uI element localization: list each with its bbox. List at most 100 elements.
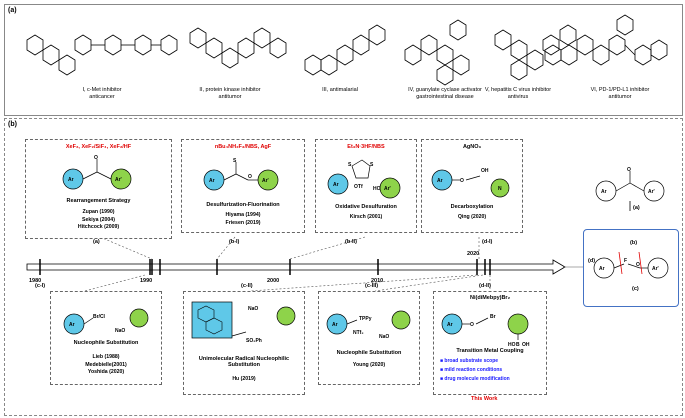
svg-text:S: S bbox=[370, 162, 374, 168]
radical-structure: NaO SO₂Ph bbox=[191, 301, 296, 344]
svg-text:SO₂Ph: SO₂Ph bbox=[246, 338, 262, 344]
svg-text:Ar': Ar' bbox=[262, 178, 269, 184]
panel-b-synthesis-timeline: (b) 1980 bbox=[4, 118, 683, 416]
desulfurization-structure: Ar Ar' S O bbox=[203, 158, 279, 191]
compound-i-activity: anticancer bbox=[89, 93, 115, 100]
tag-d-i: (d-I) bbox=[482, 239, 493, 245]
svg-text:OH: OH bbox=[481, 168, 489, 174]
refs-decarboxylation: Qing (2020) bbox=[422, 214, 522, 222]
svg-text:O: O bbox=[470, 322, 474, 328]
compound-ii-label: II, protein kinase inhibitor antitumor bbox=[175, 87, 285, 101]
tag-b-i: (b-I) bbox=[229, 239, 240, 245]
timeline-arrow bbox=[26, 259, 566, 275]
svg-text:NaO: NaO bbox=[115, 328, 125, 334]
decarboxylation-structure: Ar O OH N bbox=[431, 168, 510, 198]
compound-i-name: I, c-Met inhibitor bbox=[82, 87, 122, 93]
year-2000: 2000 bbox=[267, 278, 280, 284]
svg-text:OTf: OTf bbox=[354, 184, 363, 190]
svg-text:NaO: NaO bbox=[379, 334, 389, 340]
svg-text:Ar: Ar bbox=[437, 178, 443, 184]
ref-hu: Hu (2019) bbox=[232, 376, 256, 382]
svg-text:F: F bbox=[624, 258, 627, 264]
svg-text:S: S bbox=[233, 158, 237, 164]
compound-v-label: V, hepatitis C virus inhibitor antivirus bbox=[463, 87, 573, 101]
retro-tag-c: (c) bbox=[632, 286, 639, 292]
compound-iv-name: IV, guanylate cyclase activator bbox=[408, 87, 482, 93]
svg-text:Ar: Ar bbox=[333, 182, 339, 188]
compound-vi-activity: antitumor bbox=[608, 93, 632, 100]
ref-qing: Qing (2020) bbox=[457, 214, 487, 220]
svg-text:Ar': Ar' bbox=[384, 186, 391, 192]
ref-sekiya: Sekiya (2004) bbox=[82, 216, 115, 223]
ref-zupan: Zupan (1990) bbox=[82, 209, 115, 215]
refs-rearrangement: Zupan (1990) Sekiya (2004) Hitchcock (20… bbox=[26, 209, 171, 232]
nucleophile-2-structure: Ar TPPy NTf₂ NaO bbox=[326, 310, 411, 340]
ref-lieb: Lieb (1988) bbox=[92, 354, 120, 360]
ref-hitchcock: Hitchcock (2009) bbox=[77, 224, 120, 231]
svg-text:Ar': Ar' bbox=[652, 266, 659, 272]
tag-c-iii: (c-III) bbox=[365, 283, 379, 289]
svg-text:Br/Cl: Br/Cl bbox=[93, 314, 106, 320]
ref-friesen: Friesen (2019) bbox=[225, 219, 261, 226]
panel-a-drug-structures: (a) bbox=[4, 4, 683, 116]
reagents-transition-metal: Ni(diMebpy)Br₂ bbox=[469, 295, 511, 301]
svg-text:OH: OH bbox=[522, 342, 530, 348]
this-work-label: This Work bbox=[471, 396, 498, 402]
year-1980: 1980 bbox=[29, 278, 42, 284]
svg-text:Ar': Ar' bbox=[648, 189, 655, 195]
compound-i-label: I, c-Met inhibitor anticancer bbox=[47, 87, 157, 101]
compound-v-name: V, hepatitis C virus inhibitor bbox=[484, 87, 552, 93]
card-desulfurization-fluorination: nBu₄NH₂F₃/NBS, AgF Ar Ar' S O Desulfuriz… bbox=[181, 139, 305, 233]
refs-unimolecular-radical: Hu (2019) bbox=[184, 376, 304, 384]
oxidative-structure: Ar Ar' S S OTf HO bbox=[327, 159, 401, 199]
tag-d-ii: (d-II) bbox=[479, 283, 491, 289]
ref-young: Young (2020) bbox=[352, 362, 386, 368]
svg-text:Ar: Ar bbox=[332, 322, 338, 328]
title-transition-metal-coupling: Transition Metal Coupling bbox=[456, 348, 524, 354]
svg-text:B: B bbox=[516, 342, 520, 348]
bullet-broad-scope: ■ broad substrate scope bbox=[440, 358, 499, 364]
svg-text:HO: HO bbox=[373, 186, 381, 192]
card-nucleophile-substitution-2: Ar TPPy NTf₂ NaO Nucleophile Substitutio… bbox=[318, 291, 420, 385]
card-decarboxylation: AgNO₃ Ar O OH N Decarboxylation Qing (20… bbox=[421, 139, 523, 233]
year-2020: 2020 bbox=[467, 251, 480, 257]
retro-tag-b: (b) bbox=[630, 240, 638, 246]
compound-v-activity: antivirus bbox=[507, 93, 529, 100]
compound-iv-label: IV, guanylate cyclase activator gastroin… bbox=[390, 87, 500, 101]
card-transition-metal-coupling: Ni(diMebpy)Br₂ Ar O Br HO B OH Transitio… bbox=[433, 291, 547, 395]
svg-text:Ar: Ar bbox=[209, 178, 215, 184]
svg-text:Ar: Ar bbox=[69, 322, 75, 328]
tag-c-i: (c-I) bbox=[35, 283, 46, 289]
rearrangement-structure: Ar Ar' O bbox=[62, 155, 132, 190]
nucleophile-1-structure: Ar Br/Cl NaO bbox=[63, 308, 149, 335]
reagents-oxidative-desulfuration: Et₃N·3HF/NBS bbox=[347, 144, 385, 150]
compound-ii-name: II, protein kinase inhibitor bbox=[199, 87, 261, 93]
retrosynthesis-box: Ar Ar' F O (b) (d) (c) bbox=[583, 229, 679, 307]
ar-prime-label: Ar' bbox=[115, 177, 122, 183]
timeline-svg bbox=[26, 236, 583, 292]
refs-nucleophile-substitution-1: Lieb (1988) Medebielle(2001) Yoshida (20… bbox=[51, 354, 161, 377]
title-nucleophile-substitution-1: Nucleophile Substitution bbox=[73, 340, 139, 346]
tag-a: (a) bbox=[93, 239, 100, 245]
svg-text:Ar: Ar bbox=[447, 322, 453, 328]
o-label: O bbox=[94, 155, 98, 161]
title-oxidative-desulfuration: Oxidative Desulfuration bbox=[335, 204, 397, 210]
ref-hiyama: Hiyama (1994) bbox=[225, 212, 261, 218]
benzophenone-structure: Ar Ar' O bbox=[595, 167, 665, 211]
refs-oxidative-desulfuration: Kirsch (2001) bbox=[316, 214, 416, 222]
svg-text:NaO: NaO bbox=[248, 306, 258, 312]
retrosynthesis-svg: Ar Ar' F O bbox=[593, 251, 669, 279]
card-rearrangement: XeF₂, XeF₂/SiF₄, XeF₂/HF Ar Ar' O Rearra… bbox=[25, 139, 172, 239]
title-unimolecular-radical: Unimolecular Radical Nucleophilic Substi… bbox=[198, 356, 290, 368]
svg-text:O: O bbox=[636, 262, 640, 268]
reagents-rearrangement: XeF₂, XeF₂/SiF₄, XeF₂/HF bbox=[65, 144, 132, 150]
panel-a-structures-svg bbox=[26, 14, 668, 86]
svg-text:S: S bbox=[348, 162, 352, 168]
card-nucleophile-substitution-1: Ar Br/Cl NaO Nucleophile Substitution Li… bbox=[50, 291, 162, 385]
compound-ii-activity: antitumor bbox=[218, 93, 242, 100]
svg-text:N: N bbox=[498, 186, 502, 192]
compound-vi-label: VI, PD-1/PD-L1 inhibitor antitumor bbox=[565, 87, 675, 101]
svg-text:Ar: Ar bbox=[601, 189, 607, 195]
ref-yoshida: Yoshida (2020) bbox=[87, 369, 125, 376]
bullet-drug-modification: ■ drug molecule modification bbox=[440, 376, 510, 382]
